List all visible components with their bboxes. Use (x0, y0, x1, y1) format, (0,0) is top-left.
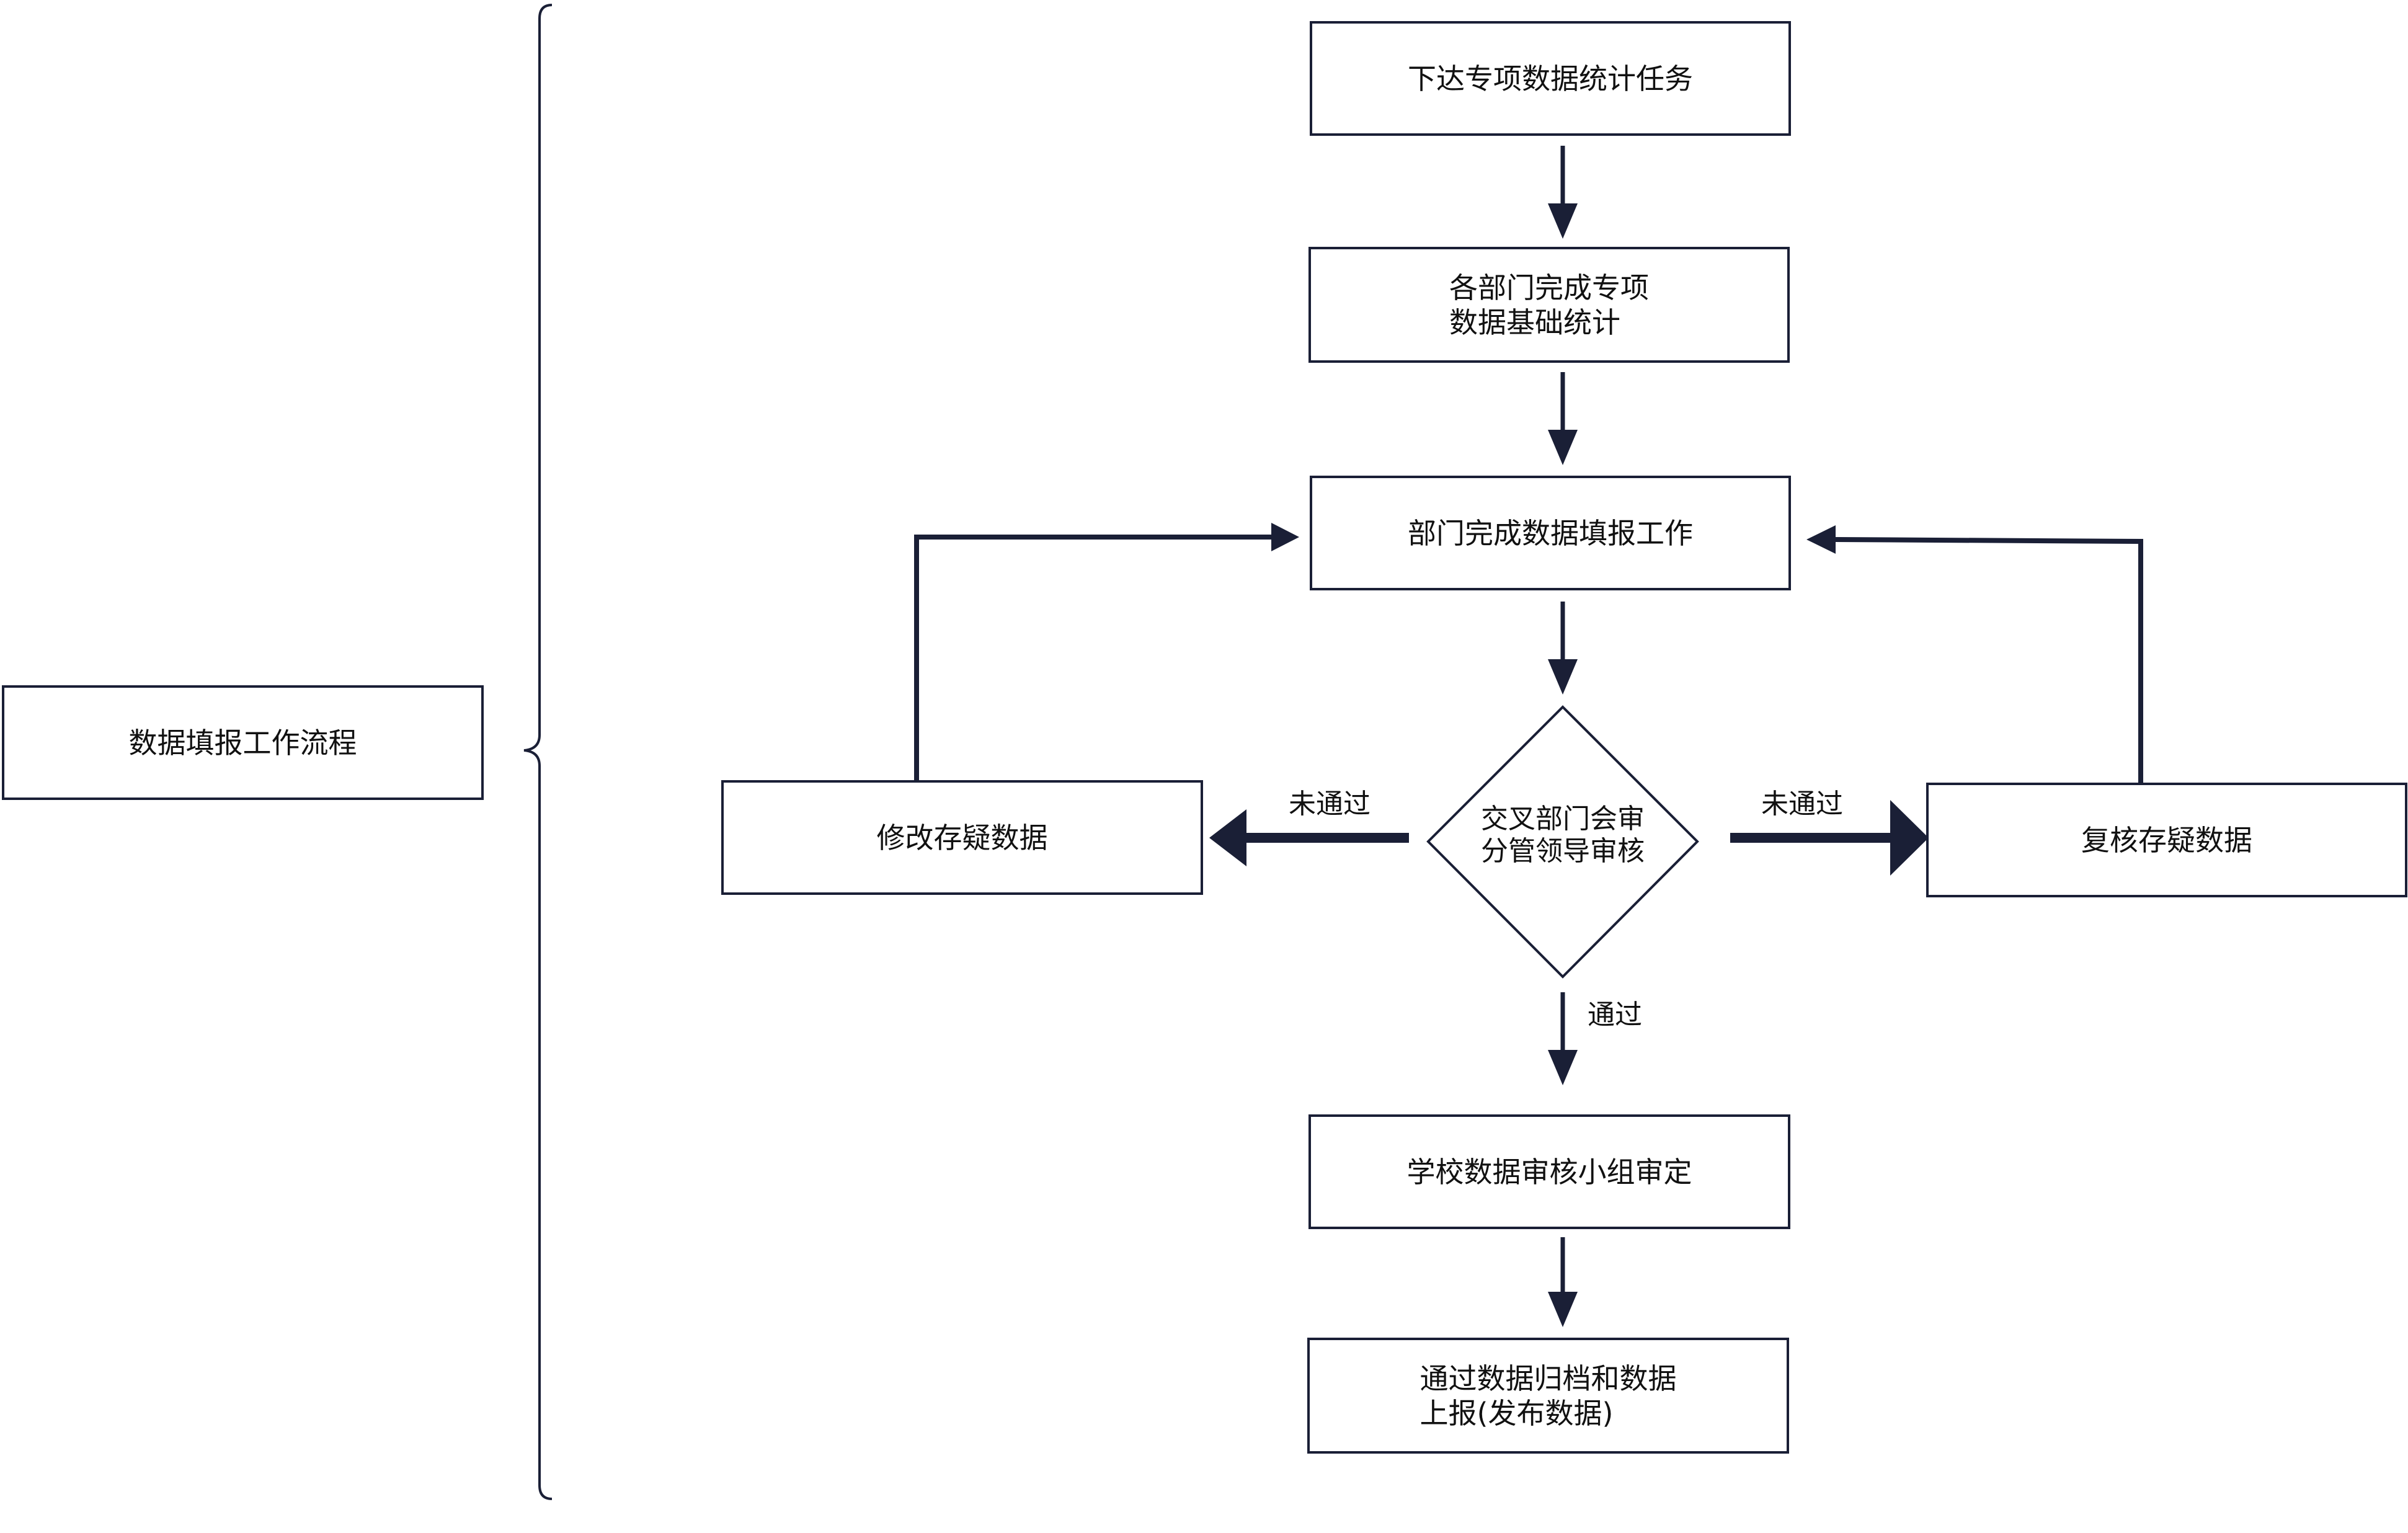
decision-diamond (1426, 705, 1699, 979)
edge-label-not-passed-left: 未通过 (1289, 788, 1371, 820)
step-issue-task-text: 下达专项数据统计任务 (1408, 61, 1693, 96)
step-recheck-data: 复核存疑数据 (1926, 783, 2407, 897)
step-dept-fill-report: 部门完成数据填报工作 (1310, 476, 1791, 590)
arrow-review-to-modify (1209, 809, 1409, 866)
step-modify-data: 修改存疑数据 (721, 780, 1203, 895)
edge-label-passed: 通过 (1588, 999, 1642, 1031)
arrow-review-to-approval (1548, 992, 1578, 1085)
step-recheck-data-text: 复核存疑数据 (2081, 823, 2252, 857)
arrow-fill-to-review (1548, 602, 1578, 695)
step-dept-basic-stats-text: 各部门完成专项 数据基础统计 (1449, 270, 1649, 339)
arrow-review-to-recheck (1730, 800, 1929, 876)
left-title-text: 数据填报工作流程 (128, 726, 357, 760)
step-dept-fill-report-text: 部门完成数据填报工作 (1408, 516, 1693, 550)
edge-label-not-passed-right: 未通过 (1761, 788, 1843, 820)
step-issue-task: 下达专项数据统计任务 (1310, 21, 1791, 136)
step-modify-data-text: 修改存疑数据 (876, 820, 1048, 855)
step-school-approval: 学校数据审核小组审定 (1308, 1114, 1790, 1229)
arrow-basic-to-fill (1548, 372, 1578, 465)
step-archive-publish-text: 通过数据归档和数据 上报(发布数据) (1419, 1361, 1677, 1430)
arrow-issue-to-basic (1548, 146, 1578, 239)
left-title-box: 数据填报工作流程 (2, 685, 484, 800)
left-brace (523, 4, 553, 1500)
step-dept-basic-stats: 各部门完成专项 数据基础统计 (1308, 247, 1790, 363)
step-archive-publish: 通过数据归档和数据 上报(发布数据) (1307, 1338, 1789, 1454)
arrow-modify-to-fill (914, 523, 1299, 780)
arrow-recheck-to-fill (1806, 525, 2143, 783)
arrow-approval-to-archive (1548, 1237, 1578, 1327)
step-school-approval-text: 学校数据审核小组审定 (1406, 1155, 1692, 1189)
decision-text: 交叉部门会审 分管领导审核 (1481, 803, 1645, 867)
